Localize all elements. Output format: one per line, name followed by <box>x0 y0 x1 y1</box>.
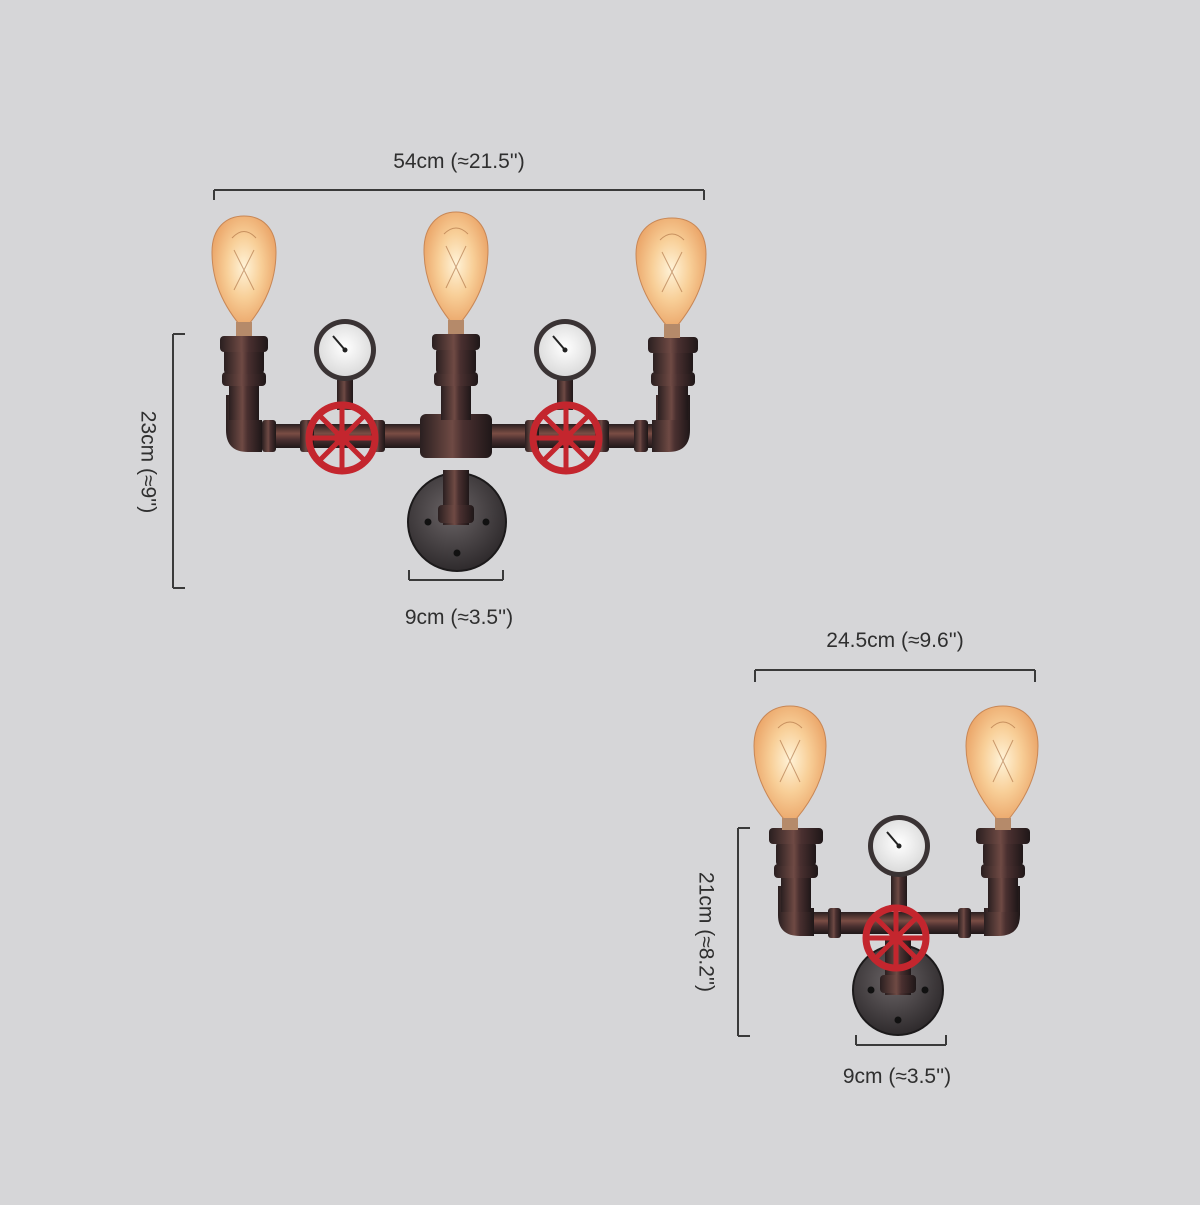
large-right-valve-icon <box>529 401 603 475</box>
large-left-socket <box>220 336 268 420</box>
large-right-gauge-icon <box>534 319 596 410</box>
large-width-label: 54cm (≈21.5'') <box>393 150 525 173</box>
large-center-socket <box>432 334 480 420</box>
small-right-socket <box>976 828 1030 912</box>
large-left-valve-icon <box>305 401 379 475</box>
large-base-label: 9cm (≈3.5'') <box>404 606 514 629</box>
small-valve-icon <box>862 904 930 972</box>
small-base-dimension-line <box>855 1035 947 1046</box>
large-left-gauge-icon <box>314 319 376 410</box>
small-width-dimension-line <box>754 669 1036 682</box>
small-width-label: 24.5cm (≈9.6'') <box>826 629 964 652</box>
small-height-label: 21cm (≈8.2'') <box>694 872 718 992</box>
small-fixture <box>737 669 1039 1046</box>
large-base-dimension-line <box>408 570 504 581</box>
large-width-dimension-line <box>213 189 705 200</box>
small-left-bulb <box>753 705 827 830</box>
large-height-dimension-line <box>172 333 185 589</box>
large-height-label: 23cm (≈9'') <box>136 410 160 514</box>
large-right-socket <box>648 337 698 420</box>
small-gauge-icon <box>868 815 930 910</box>
large-center-bulb <box>423 211 489 334</box>
large-fixture <box>172 189 707 589</box>
large-right-bulb <box>635 217 707 338</box>
small-left-socket <box>769 828 823 912</box>
large-left-bulb <box>211 215 277 336</box>
small-base-label: 9cm (≈3.5'') <box>842 1065 952 1088</box>
small-height-dimension-line <box>737 827 750 1037</box>
small-right-bulb <box>965 705 1039 830</box>
